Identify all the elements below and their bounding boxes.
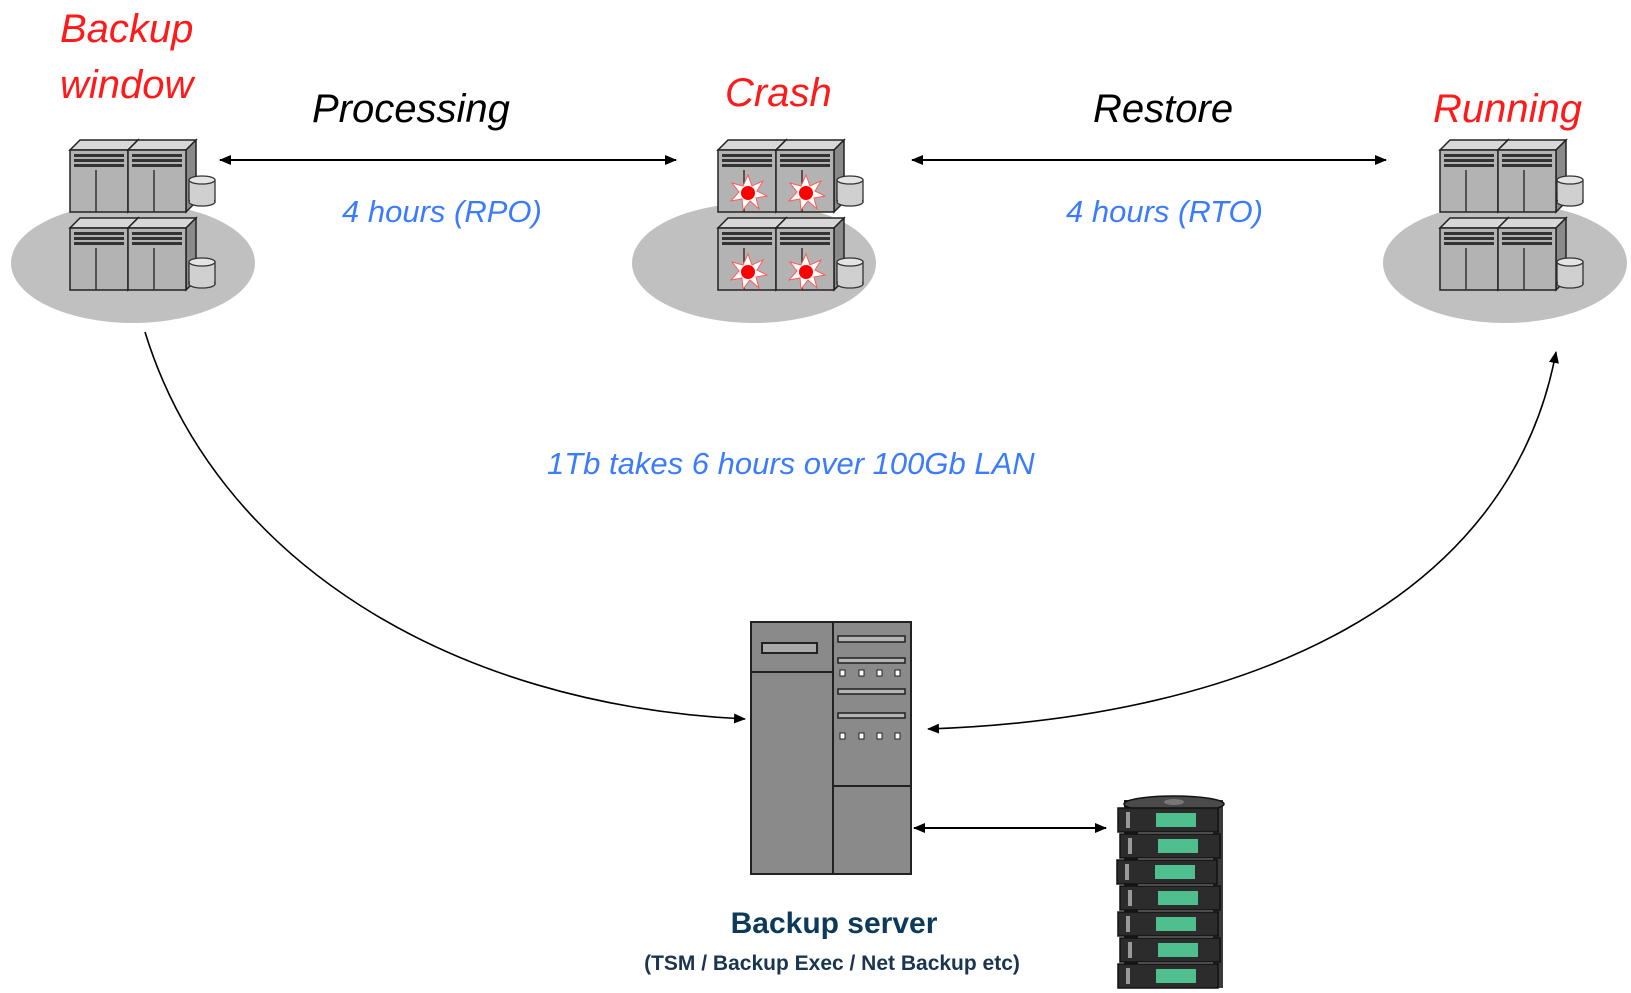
restore-flow-curve (927, 351, 1559, 734)
rto-label: 4 hours (RTO) (1066, 194, 1263, 229)
lan-throughput-note: 1Tb takes 6 hours over 100Gb LAN (547, 446, 1035, 481)
crash-label: Crash (725, 71, 832, 115)
backup-server-subtitle: (TSM / Backup Exec / Net Backup etc) (644, 952, 1020, 975)
crashed-server-cluster-icon (632, 139, 876, 323)
backup-window-label-line2: window (60, 63, 197, 107)
processing-label: Processing (312, 87, 510, 131)
running-label: Running (1433, 87, 1582, 131)
tape-stack-icon (1116, 795, 1225, 989)
backup-flow-curve (144, 331, 746, 724)
restore-label: Restore (1093, 87, 1233, 131)
rpo-label: 4 hours (RPO) (342, 194, 542, 229)
backup-window-label-line1: Backup (60, 7, 193, 51)
backup-server-tower-icon (750, 621, 912, 875)
right-server-cluster-icon (1383, 139, 1627, 323)
left-server-cluster-icon (11, 139, 255, 323)
backup-server-title: Backup server (731, 907, 938, 940)
